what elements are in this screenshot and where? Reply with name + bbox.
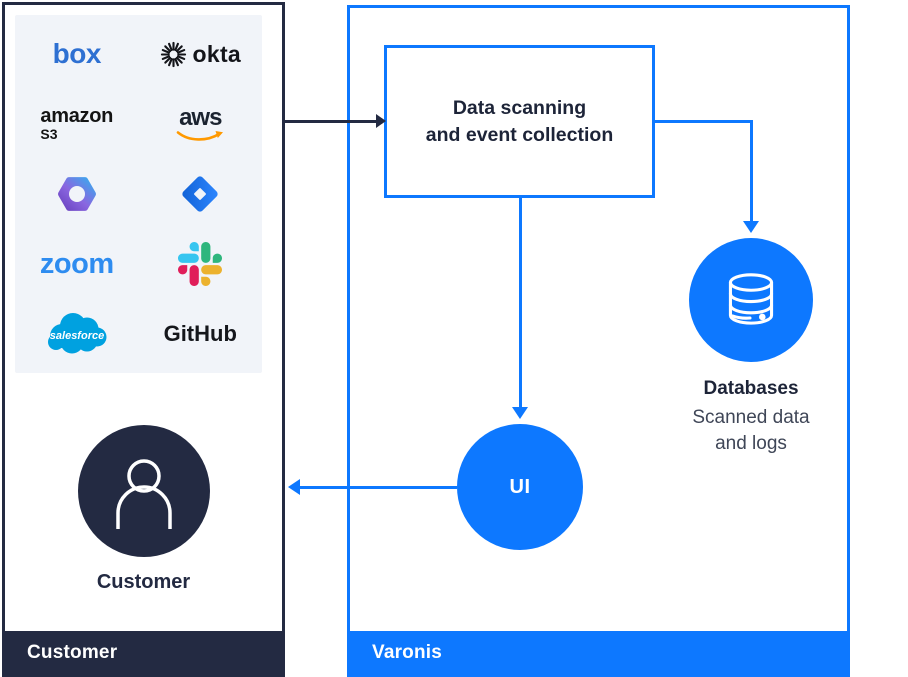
customer-actor-label: Customer xyxy=(96,571,191,593)
data-scanning-label-line1: Data scanning xyxy=(452,96,587,119)
box-logo-text: box xyxy=(52,38,102,69)
customer-panel-footer-label: Customer xyxy=(27,641,118,663)
logo-aws: aws xyxy=(175,103,225,143)
databases-title: Databases xyxy=(703,378,799,399)
ui-node-label: UI xyxy=(509,475,531,498)
zoom-logo-text: zoom xyxy=(39,247,114,280)
integration-logo-grid: box xyxy=(15,15,262,373)
databases-label: Databases Scanned data and logs xyxy=(655,378,847,457)
connector-scanning-to-ui xyxy=(519,198,522,408)
logo-okta: okta xyxy=(160,41,242,68)
databases-subtitle-line1: Scanned data xyxy=(692,407,810,428)
salesforce-cloud-icon: salesforce xyxy=(47,313,107,354)
varonis-panel-footer: Varonis xyxy=(350,631,847,674)
aws-logo-text: aws xyxy=(179,103,222,131)
arrowhead-ui-to-customer xyxy=(288,479,300,495)
logo-amazon-s3: amazon S3 xyxy=(40,106,113,142)
connector-ui-to-customer xyxy=(300,486,457,489)
logo-github: GitHub xyxy=(164,321,237,347)
arrowhead-scanning-to-ui xyxy=(512,407,528,419)
database-icon xyxy=(728,273,774,325)
connector-customer-to-scanning xyxy=(285,120,377,123)
data-scanning-label-line2: and event collection xyxy=(425,123,614,146)
arrowhead-customer-to-scanning xyxy=(376,114,386,128)
slack-icon xyxy=(178,242,223,286)
data-scanning-box: Data scanning and event collection xyxy=(384,45,655,198)
databases-node xyxy=(689,238,813,362)
microsoft-365-icon xyxy=(57,177,96,211)
logo-jira xyxy=(178,172,222,216)
arrowhead-scanning-to-databases xyxy=(743,221,759,233)
aws-smile-icon xyxy=(176,130,224,141)
jira-icon xyxy=(182,176,218,212)
logo-salesforce: salesforce xyxy=(41,308,113,360)
person-icon xyxy=(115,459,172,529)
salesforce-logo-text: salesforce xyxy=(50,330,104,342)
logo-box: box xyxy=(52,38,102,70)
connector-scanning-to-databases-horizontal xyxy=(654,120,752,123)
customer-panel: box xyxy=(2,2,285,677)
customer-panel-footer: Customer xyxy=(5,631,282,674)
okta-sunburst-icon xyxy=(160,41,186,67)
github-logo-text: GitHub xyxy=(163,321,237,346)
varonis-panel-footer-label: Varonis xyxy=(372,641,443,663)
logo-zoom: zoom xyxy=(40,248,114,281)
databases-subtitle-line2: and logs xyxy=(715,433,787,454)
amazon-logo-text: amazon xyxy=(40,105,114,128)
ui-node: UI xyxy=(457,424,583,550)
customer-avatar xyxy=(77,425,210,557)
okta-logo-text: okta xyxy=(192,40,241,67)
connector-scanning-to-databases-vertical xyxy=(750,120,753,222)
logo-slack xyxy=(178,242,223,286)
logo-microsoft-365 xyxy=(56,173,98,215)
amazon-s3-sublabel: S3 xyxy=(40,126,58,143)
